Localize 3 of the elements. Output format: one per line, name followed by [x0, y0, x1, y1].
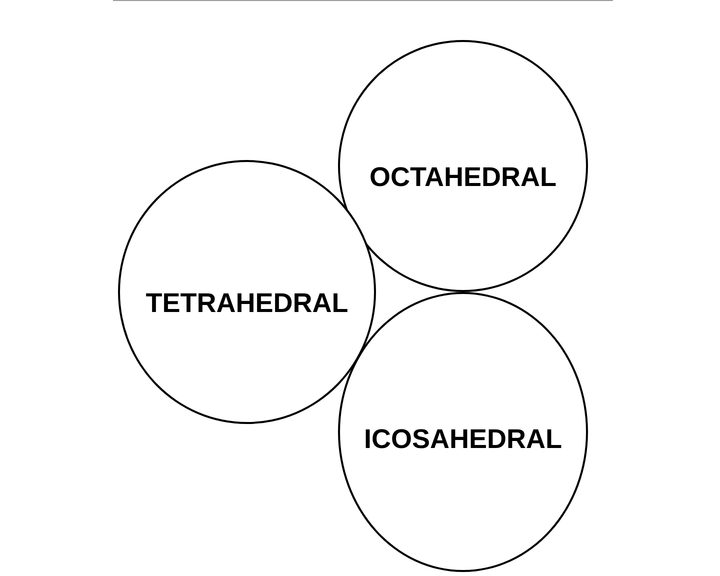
circle-label: TETRAHEDRAL	[144, 290, 350, 317]
circle-label: ICOSAHEDRAL	[362, 426, 563, 453]
circle-label: OCTAHEDRAL	[368, 164, 558, 191]
